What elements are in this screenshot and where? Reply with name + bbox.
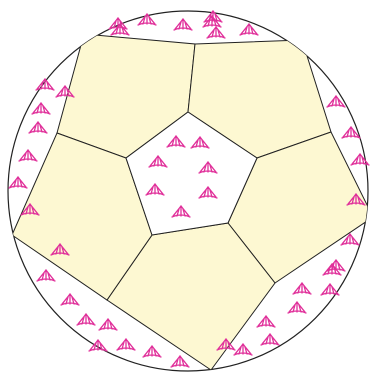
diagram-canvas <box>0 0 373 377</box>
